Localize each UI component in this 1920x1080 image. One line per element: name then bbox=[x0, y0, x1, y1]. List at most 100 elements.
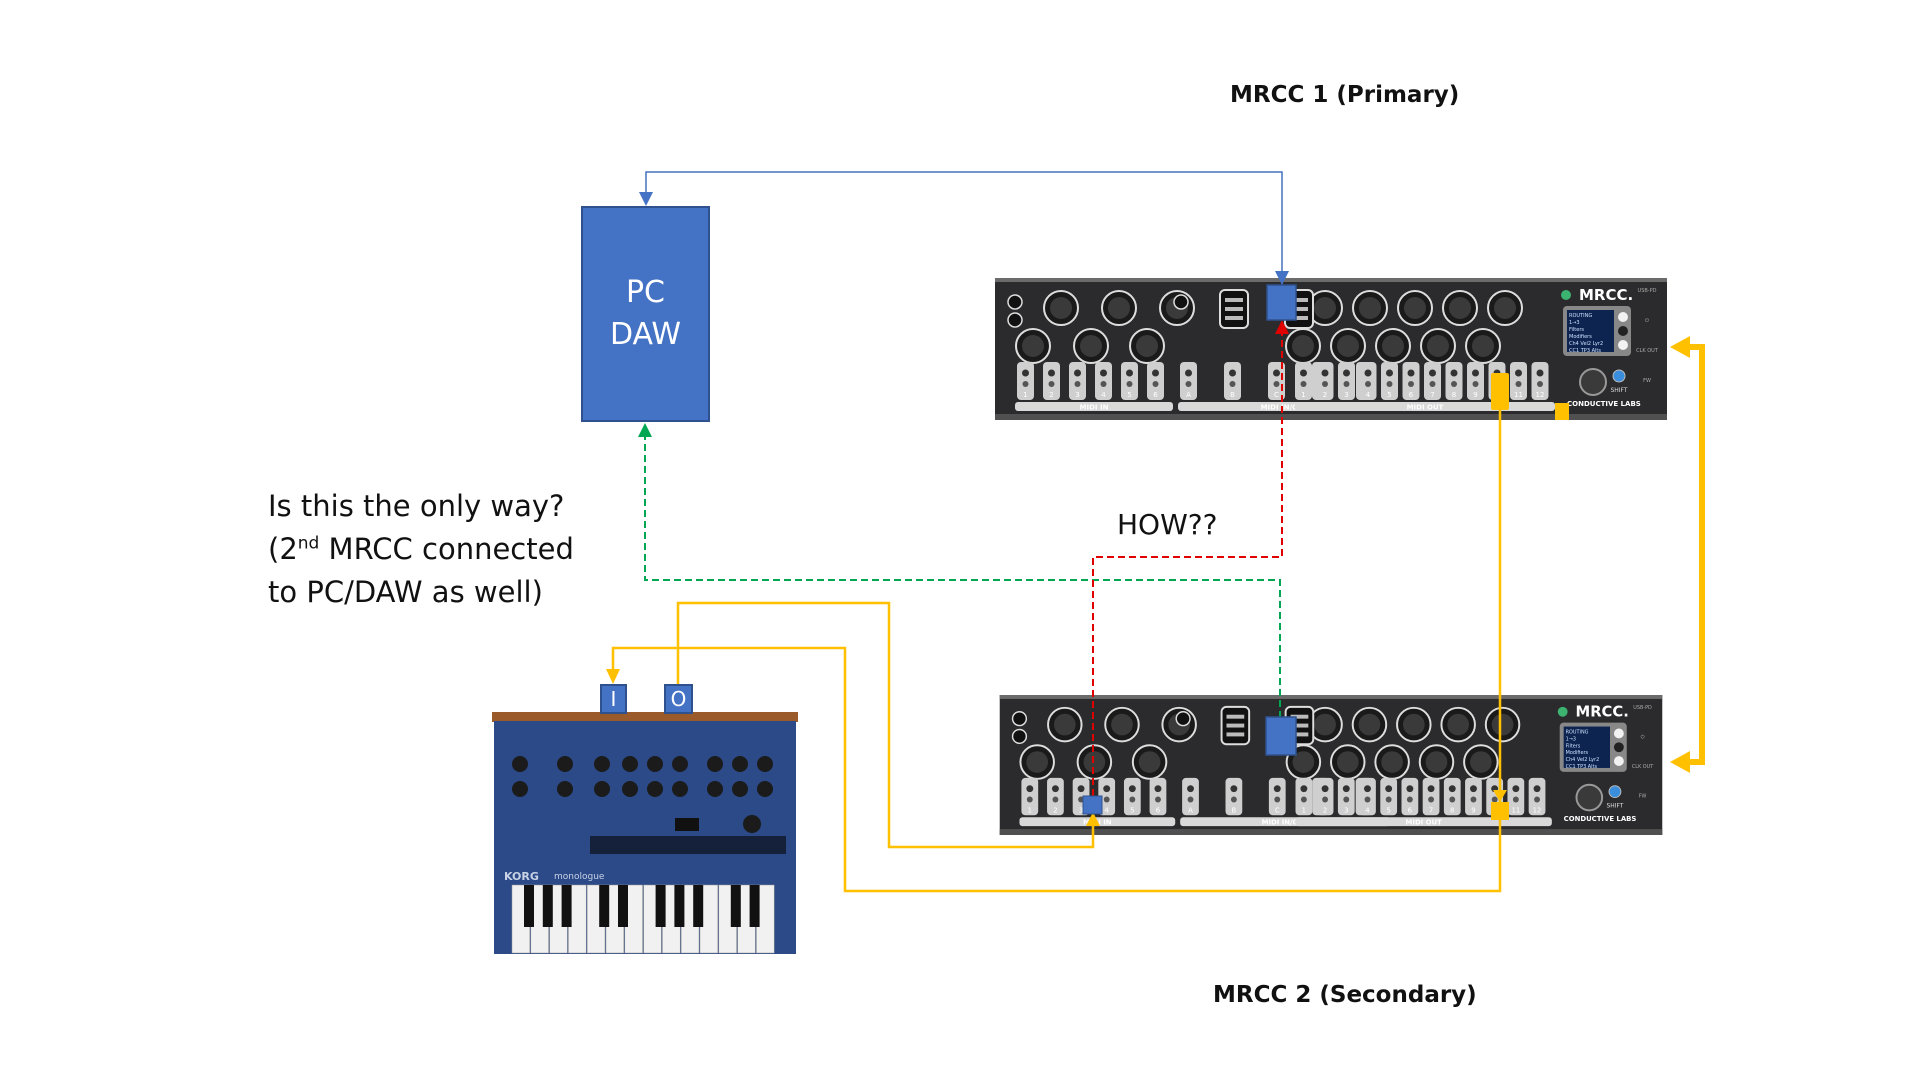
synth-display bbox=[675, 818, 699, 831]
mrcc2-title: MRCC 2 (Secondary) bbox=[1213, 982, 1477, 1008]
port-slot bbox=[1047, 777, 1064, 816]
port-slot bbox=[1443, 777, 1461, 816]
status-led bbox=[1557, 706, 1568, 717]
port-led bbox=[1185, 369, 1192, 377]
arrowhead-mrcc2-out bbox=[1493, 790, 1507, 802]
port-led bbox=[1364, 785, 1371, 793]
screen-button bbox=[1618, 340, 1628, 350]
port-label: 12 bbox=[1533, 806, 1542, 814]
screen-line: 1→3 bbox=[1569, 320, 1580, 326]
port-led bbox=[1470, 796, 1477, 803]
din-inner bbox=[1292, 335, 1314, 357]
encoder-knob bbox=[1579, 368, 1607, 396]
synth-knob bbox=[732, 781, 748, 797]
port-led bbox=[1515, 369, 1522, 377]
din-inner bbox=[1292, 751, 1315, 773]
din-inner bbox=[1427, 335, 1449, 357]
port-led bbox=[1300, 369, 1307, 377]
section-midi-inout-label: MIDI IN/OUT bbox=[1262, 819, 1309, 827]
port-label: 3 bbox=[1344, 391, 1348, 399]
din-inner bbox=[1050, 297, 1072, 319]
port-led bbox=[1300, 796, 1307, 803]
synth-knob bbox=[647, 781, 663, 797]
black-key bbox=[749, 885, 760, 927]
port-label: 11 bbox=[1514, 391, 1523, 399]
trs-jack bbox=[1007, 294, 1023, 310]
trs-jack bbox=[1173, 294, 1189, 310]
port-led bbox=[1273, 381, 1280, 387]
arrowhead-link-top bbox=[1670, 336, 1690, 358]
arrowhead-mrcc1-usb bbox=[1275, 271, 1289, 285]
shift-label: SHIFT bbox=[1607, 803, 1624, 809]
port-label: 9 bbox=[1473, 391, 1477, 399]
side-label: FW bbox=[1639, 794, 1647, 800]
port-led bbox=[1052, 796, 1059, 803]
din-inner bbox=[1336, 751, 1359, 773]
din-inner bbox=[1083, 751, 1106, 773]
pc-daw-box: PC DAW bbox=[581, 206, 710, 422]
screen-line: ROUTING bbox=[1566, 729, 1589, 735]
port-led bbox=[1406, 785, 1414, 793]
port-led bbox=[1230, 796, 1237, 803]
port-led bbox=[1300, 381, 1307, 387]
synth-knob bbox=[622, 781, 638, 797]
port-led bbox=[1407, 369, 1415, 377]
port-led bbox=[1051, 785, 1059, 793]
usb-slot bbox=[1290, 714, 1309, 719]
screen-line: 1→3 bbox=[1566, 736, 1576, 742]
side-label: USB-PD bbox=[1638, 288, 1657, 294]
section-midi-in-label: MIDI IN bbox=[1080, 404, 1109, 412]
din-inner bbox=[1053, 713, 1076, 736]
mrcc1-title: MRCC 1 (Primary) bbox=[1230, 82, 1460, 108]
port-led bbox=[1343, 796, 1350, 803]
port-label: 5 bbox=[1130, 806, 1134, 814]
port-led bbox=[1512, 785, 1520, 793]
step-buttons bbox=[590, 836, 786, 854]
program-knob bbox=[743, 815, 761, 833]
port-label: 6 bbox=[1156, 806, 1160, 814]
din-inner bbox=[1337, 335, 1359, 357]
usb-line-mrcc1-to-pc bbox=[645, 171, 1283, 285]
port-slot bbox=[1359, 777, 1376, 816]
mrcc1-usb-host-marker bbox=[1266, 284, 1297, 321]
port-label: 2 bbox=[1053, 806, 1057, 814]
yellow-line-to-synth-in bbox=[611, 410, 1502, 893]
port-led bbox=[1074, 381, 1081, 387]
port-label: A bbox=[1188, 806, 1193, 814]
port-label: 2 bbox=[1049, 391, 1053, 399]
shift-button bbox=[1612, 369, 1626, 383]
encoder-knob bbox=[1575, 783, 1604, 812]
usb-slot bbox=[1290, 316, 1308, 320]
synth-knob bbox=[647, 756, 663, 772]
synth-knob bbox=[732, 756, 748, 772]
port-slot bbox=[1021, 777, 1039, 816]
panel-bottom-edge bbox=[999, 829, 1663, 835]
question-text: Is this the only way? (2nd MRCC connecte… bbox=[268, 485, 574, 614]
port-label: B bbox=[1232, 806, 1237, 814]
synth-knob bbox=[672, 756, 688, 772]
port-label: C bbox=[1274, 391, 1279, 399]
trs-jack bbox=[1011, 728, 1028, 745]
port-led bbox=[1185, 381, 1192, 387]
panel-bottom-edge bbox=[995, 414, 1667, 420]
question-line-2-pre: (2 bbox=[268, 532, 298, 566]
synth-knob bbox=[512, 781, 528, 797]
port-slot bbox=[1098, 777, 1116, 816]
port-led bbox=[1273, 369, 1280, 377]
port-led bbox=[1386, 369, 1393, 377]
port-slot bbox=[1225, 777, 1243, 816]
port-label: 7 bbox=[1430, 391, 1434, 399]
black-key bbox=[524, 885, 534, 927]
screen-line: CC1 TP3 Alts bbox=[1569, 348, 1601, 354]
synth-knob bbox=[557, 781, 573, 797]
screen-line: CC1 TP3 Alts bbox=[1566, 764, 1598, 770]
arrowhead-red bbox=[1275, 320, 1289, 334]
port-slot bbox=[1528, 777, 1546, 816]
port-led bbox=[1472, 381, 1479, 387]
synth-knob bbox=[757, 781, 773, 797]
panel-top-edge bbox=[995, 278, 1667, 282]
port-label: 9 bbox=[1471, 806, 1475, 814]
din-inner bbox=[1449, 297, 1471, 319]
mrcc2-usb-host-marker bbox=[1265, 716, 1297, 756]
question-line-3: to PC/DAW as well) bbox=[268, 575, 543, 609]
